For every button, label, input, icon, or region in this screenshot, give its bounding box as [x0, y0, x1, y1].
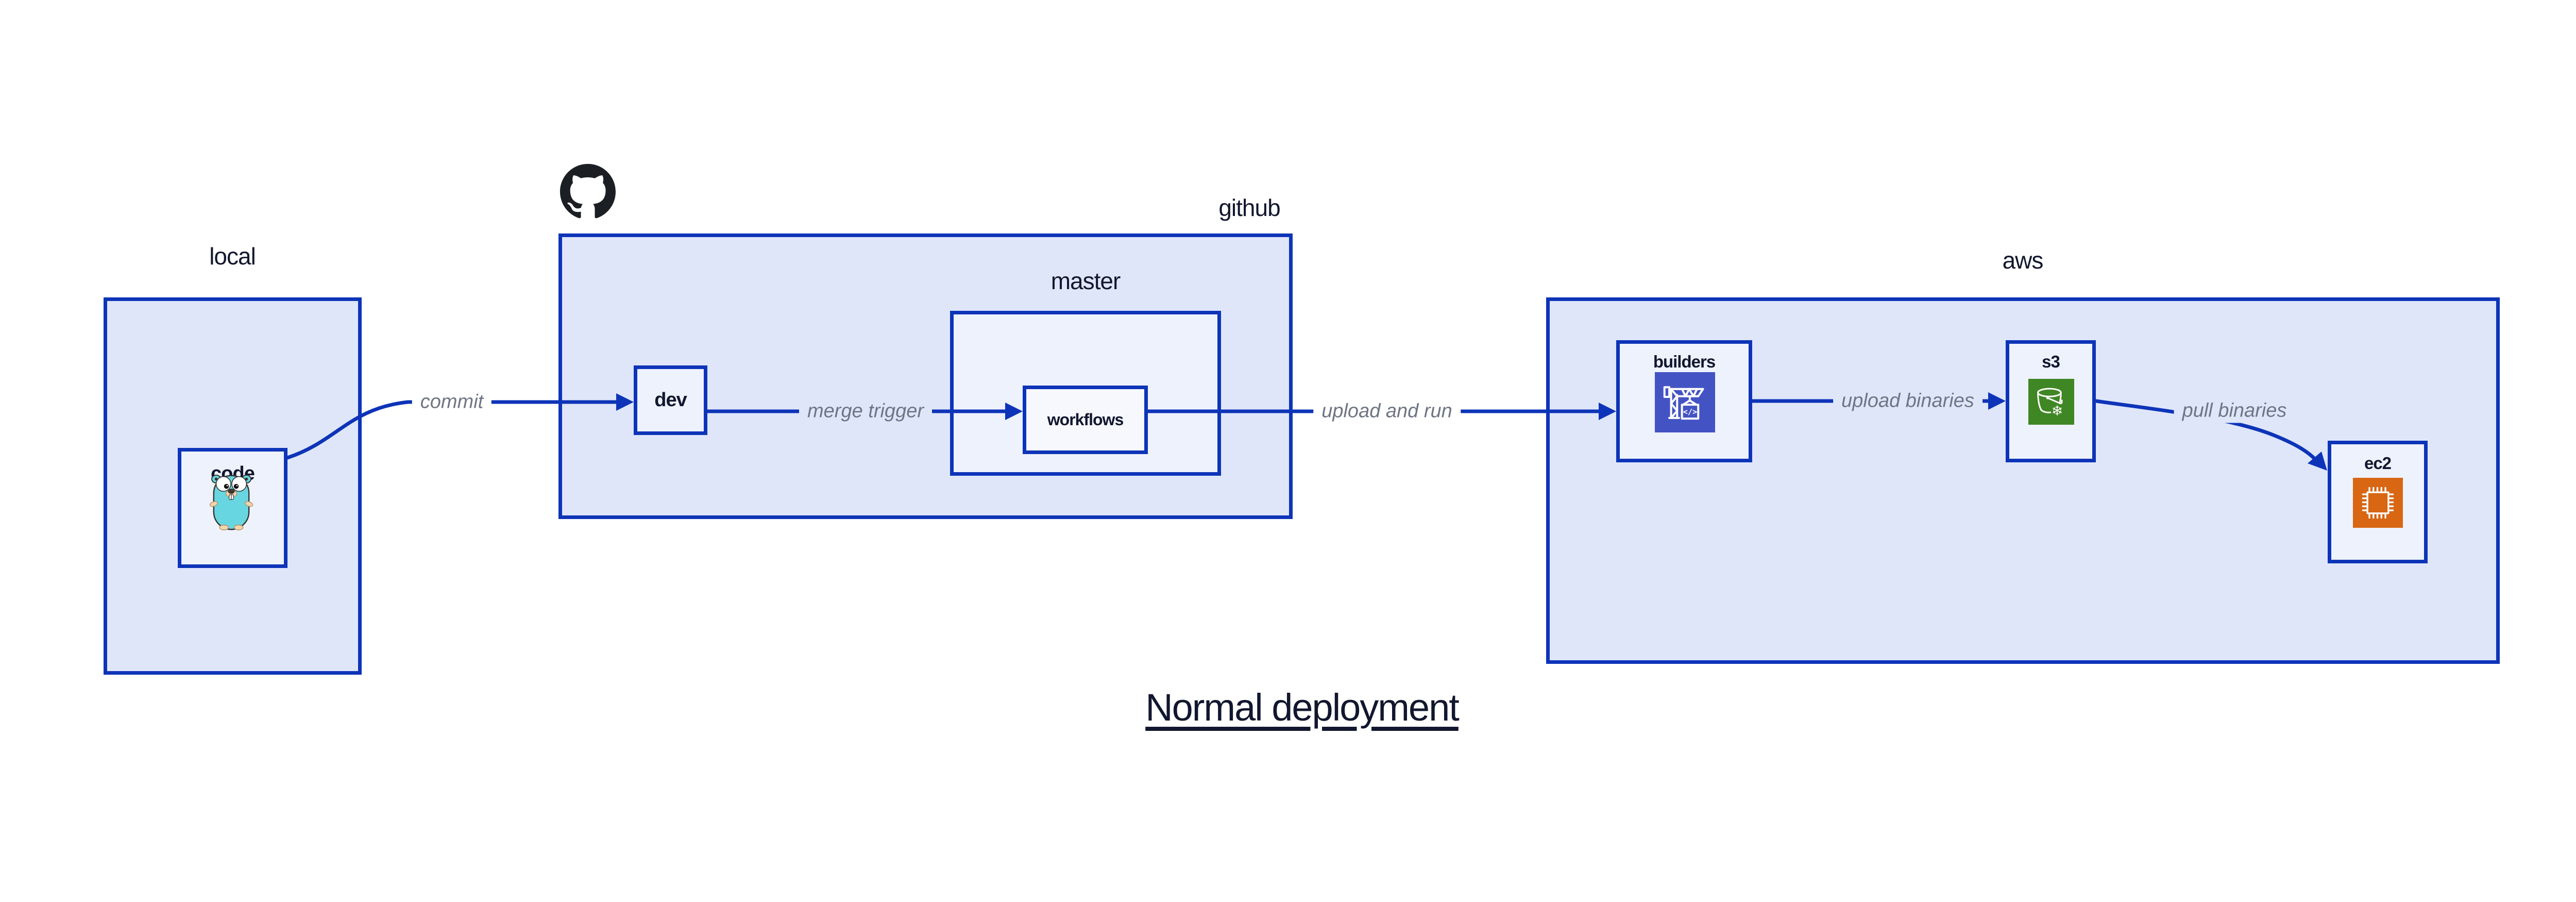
edge-merge-trigger-arrowhead [1005, 403, 1023, 420]
container-local-label: local [209, 243, 256, 270]
diagram-title: Normal deployment [1145, 686, 1460, 729]
node-builders-label: builders [1653, 352, 1716, 371]
container-aws-label: aws [2002, 247, 2044, 274]
edge-commit-label: commit [412, 390, 492, 414]
node-dev-label: dev [654, 389, 687, 411]
octocat-icon [560, 164, 616, 219]
edge-commit-path [285, 400, 618, 460]
codebuild-code-glyph: </> [1683, 407, 1697, 416]
node-ec2-label: ec2 [2364, 454, 2392, 473]
edge-upload-binaries-label: upload binaries [1833, 389, 1982, 413]
edge-pull-binaries-arrowhead [2308, 452, 2327, 471]
edge-upload-and-run-label: upload and run [1313, 399, 1461, 424]
edge-upload-and-run-arrowhead [1599, 403, 1616, 420]
edge-upload-binaries-arrowhead [1988, 392, 2006, 410]
container-master-label: master [1050, 268, 1121, 294]
edge-pull-binaries-path [2094, 399, 2321, 465]
ec2-chip-icon [2353, 478, 2403, 528]
go-gopher-icon [209, 474, 253, 530]
edge-merge-trigger-label: merge trigger [799, 399, 932, 424]
node-workflows: workflows [1023, 386, 1148, 454]
node-dev: dev [634, 365, 707, 435]
edge-commit-arrowhead [616, 393, 634, 411]
s3-glacier-bucket-icon: ❄ [2028, 379, 2074, 425]
node-s3-label: s3 [2042, 352, 2060, 371]
codebuild-crane-icon: </> [1655, 372, 1715, 432]
edge-pull-binaries-label: pull binaries [2174, 398, 2295, 423]
snowflake-glyph: ❄ [2052, 403, 2063, 419]
container-github-label: github [1218, 194, 1280, 221]
node-workflows-label: workflows [1047, 410, 1124, 429]
